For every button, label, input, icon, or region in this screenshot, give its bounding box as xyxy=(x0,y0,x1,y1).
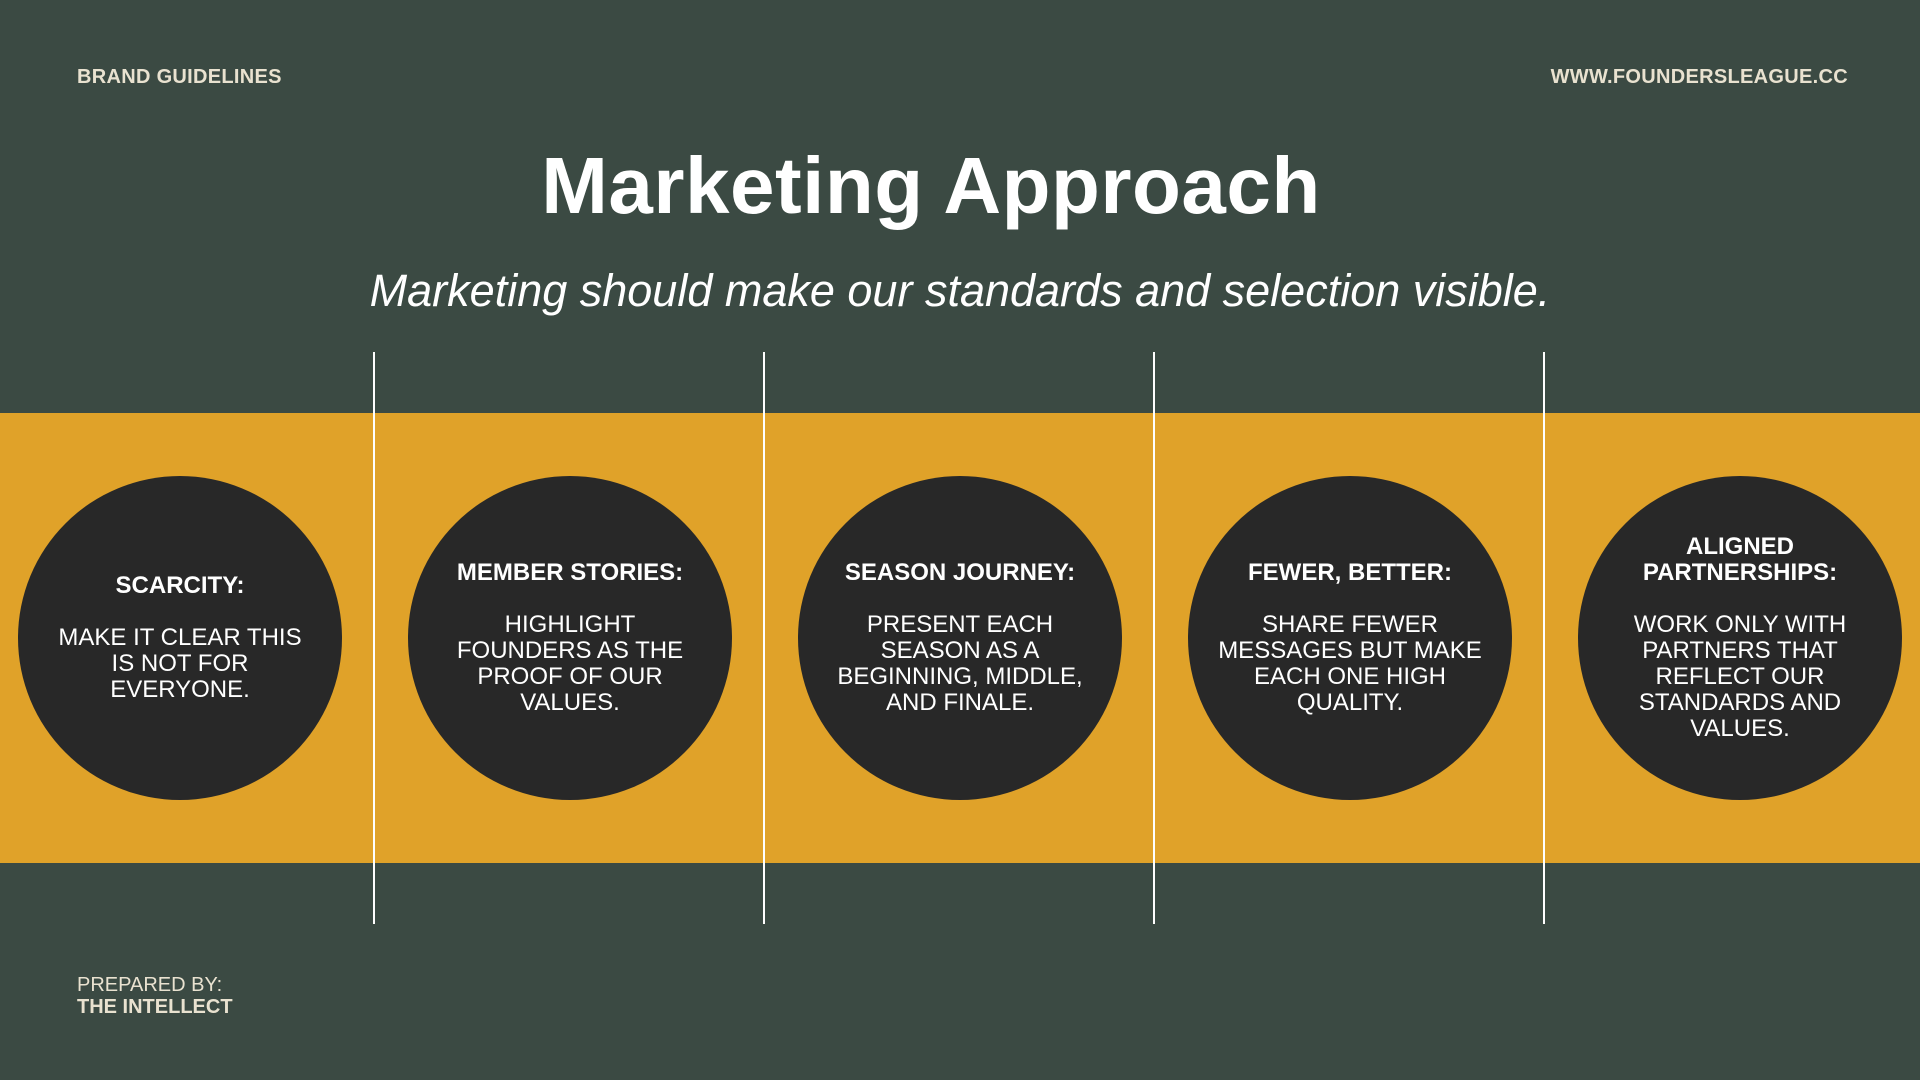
page-subtitle: Marketing should make our standards and … xyxy=(369,265,1551,316)
pillar-circle-season-journey: SEASON JOURNEY: PRESENT EACH SEASON AS A… xyxy=(798,476,1122,800)
pillar-body: MAKE IT CLEAR THIS IS NOT FOR EVERYONE. xyxy=(58,624,302,703)
pillar-body: PRESENT EACH SEASON AS A BEGINNING, MIDD… xyxy=(837,611,1083,716)
divider-2 xyxy=(763,352,765,924)
pillar-heading: SEASON JOURNEY: xyxy=(844,559,1076,586)
pillar-heading: ALIGNED PARTNERSHIPS: xyxy=(1642,533,1838,586)
prepared-by-name: THE INTELLECT xyxy=(77,996,233,1018)
pillar-heading: FEWER, BETTER: xyxy=(1248,559,1452,586)
prepared-by: PREPARED BY: THE INTELLECT xyxy=(77,974,233,1018)
page-title: Marketing Approach xyxy=(541,141,1321,230)
pillar-body: HIGHLIGHT FOUNDERS AS THE PROOF OF OUR V… xyxy=(456,611,684,716)
pillar-circle-fewer-better: FEWER, BETTER: SHARE FEWER MESSAGES BUT … xyxy=(1188,476,1512,800)
prepared-by-label: PREPARED BY: xyxy=(77,974,223,996)
pillar-body: SHARE FEWER MESSAGES BUT MAKE EACH ONE H… xyxy=(1218,611,1482,716)
pillar-circle-aligned-partnerships: ALIGNED PARTNERSHIPS: WORK ONLY WITH PAR… xyxy=(1578,476,1902,800)
brand-guidelines-label: BRAND GUIDELINES xyxy=(77,66,282,88)
divider-3 xyxy=(1153,352,1155,924)
website-url: WWW.FOUNDERSLEAGUE.CC xyxy=(1550,66,1848,88)
pillar-body: WORK ONLY WITH PARTNERS THAT REFLECT OUR… xyxy=(1633,611,1847,742)
pillar-heading: SCARCITY: xyxy=(115,572,245,599)
pillar-circle-scarcity: SCARCITY: MAKE IT CLEAR THIS IS NOT FOR … xyxy=(18,476,342,800)
divider-4 xyxy=(1543,352,1545,924)
divider-1 xyxy=(373,352,375,924)
pillar-heading: MEMBER STORIES: xyxy=(456,559,684,586)
pillar-circle-member-stories: MEMBER STORIES: HIGHLIGHT FOUNDERS AS TH… xyxy=(408,476,732,800)
